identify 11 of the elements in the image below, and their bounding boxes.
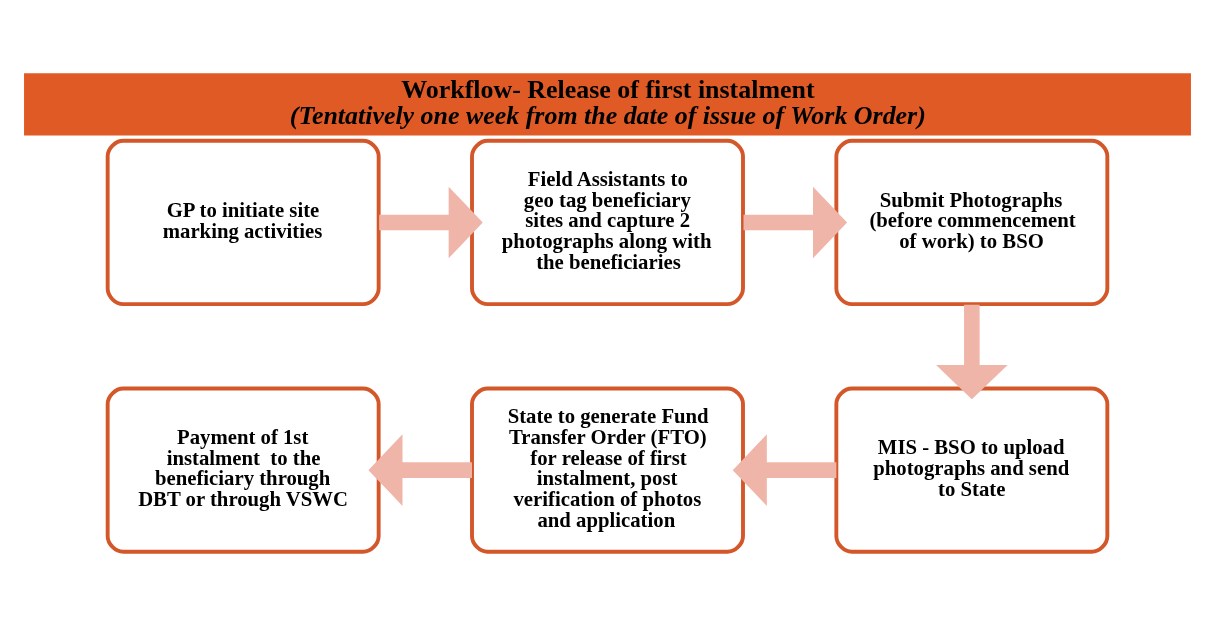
node-box: Payment of 1st instalment to the beneficiary through DBT or through VSWC — [105, 386, 381, 554]
node-box: Submit Photographs (before commencement of work) to BSO — [834, 138, 1110, 307]
node-box: GP to initiate site marking activities — [105, 138, 381, 307]
node-box: State to generate Fund Transfer Order (FTO) for release of first instalment, post verification of photos and application — [470, 386, 745, 554]
arrow — [379, 186, 483, 259]
node-box: Field Assistants to geo tag beneficiary sites and capture 2 photographs along with the beneficiaries — [470, 138, 745, 307]
arrow — [743, 186, 848, 259]
arrow — [732, 434, 837, 506]
node-box: MIS - BSO to upload photographs and send to State — [834, 386, 1110, 554]
arrow — [368, 434, 472, 506]
arrow — [936, 304, 1008, 400]
